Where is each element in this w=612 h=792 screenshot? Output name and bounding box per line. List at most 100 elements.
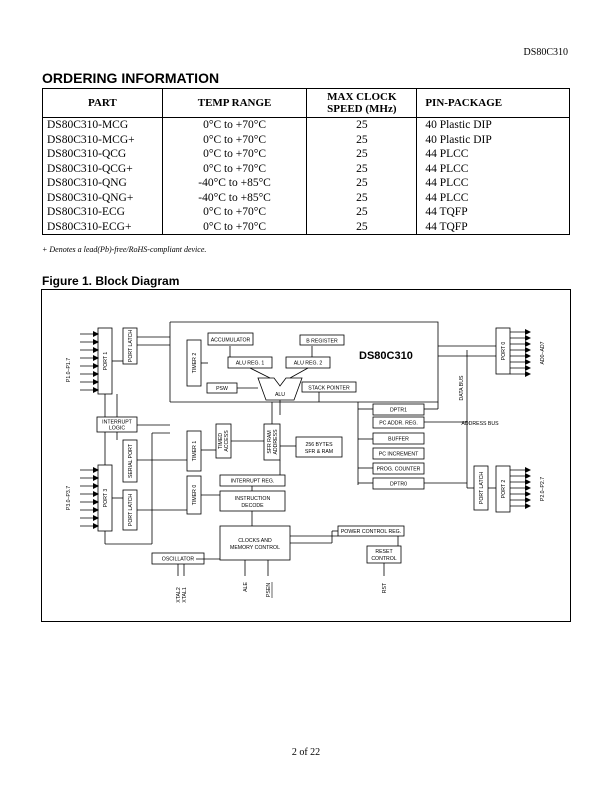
xtal2-label: XTAL2: [176, 587, 182, 603]
cell-temp-range: 0°C to +70°C: [161, 219, 308, 235]
cell-pin-package: 44 PLCC: [416, 190, 570, 205]
col-header-pin-package: PIN-PACKAGE: [416, 88, 570, 118]
timer0-label: TIMER 0: [192, 485, 198, 506]
port2-box: [495, 465, 511, 513]
interrupt-logic-label-1: INTERRUPT: [102, 420, 133, 426]
data-bus-label: DATA BUS: [459, 375, 465, 400]
table-header-row: PART TEMP RANGE MAX CLOCK SPEED (MHz) PI…: [42, 88, 570, 118]
pc-increment-box: [372, 447, 425, 460]
instruction-decode-box: [219, 490, 286, 512]
cell-pin-package: 40 Plastic DIP: [416, 132, 570, 147]
dptr0-box: [372, 477, 425, 490]
port2-label: PORT 2: [501, 480, 507, 499]
port0-box: [495, 327, 511, 375]
col-header-part: PART: [42, 88, 163, 118]
cell-pin-package: 44 TQFP: [416, 205, 570, 220]
rst-label: RST: [382, 582, 388, 593]
cell-part: DS80C310-QNG: [42, 176, 163, 191]
clocks-label-2: MEMORY CONTROL: [230, 545, 280, 551]
cell-temp-range: 0°C to +70°C: [161, 161, 308, 176]
cell-max-clock: 25: [306, 147, 418, 162]
port0-label: PORT 0: [501, 342, 507, 361]
ordering-table: PART TEMP RANGE MAX CLOCK SPEED (MHz) PI…: [42, 88, 570, 235]
ale-label: ALE: [243, 582, 249, 592]
psen-label: PSEN: [266, 583, 272, 597]
chip-name-label: DS80C310: [359, 350, 413, 362]
cell-temp-range: 0°C to +70°C: [161, 147, 308, 162]
power-control-reg-label: POWER CONTROL REG.: [341, 529, 401, 535]
cell-max-clock: 25: [306, 117, 418, 133]
stack-pointer-label: STACK POINTER: [308, 386, 350, 392]
cell-max-clock: 25: [306, 161, 418, 176]
sfr-address-label-2: ADDRESS: [273, 429, 279, 455]
timed-access-label-1: TIMED: [218, 433, 224, 449]
instruction-decode-label-2: DECODE: [241, 503, 264, 509]
sram-box: [295, 436, 343, 458]
xtal1-label: XTAL1: [182, 587, 188, 603]
timer1-box: [186, 430, 202, 472]
prog-counter-box: [372, 462, 425, 475]
dptr1-box: [372, 403, 425, 416]
stack-pointer-box: [301, 381, 357, 393]
psw-label: PSW: [216, 386, 228, 392]
address-bus-label: ADDRESS BUS: [461, 421, 499, 427]
cell-part: DS80C310-ECG+: [42, 219, 163, 235]
port1-latch-box: [122, 327, 138, 365]
reset-control-label-1: RESET: [375, 549, 393, 555]
block-diagram-svg: ACCUMULATOR B REGISTER ALU REG. 1 ALU RE…: [66, 321, 546, 603]
prog-counter-label: PROG. COUNTER: [377, 467, 421, 473]
pc-increment-label: PC INCREMENT: [379, 452, 419, 458]
instruction-decode-label-1: INSTRUCTION: [235, 496, 271, 502]
cell-temp-range: 0°C to +70°C: [161, 205, 308, 220]
dptr1-label: DPTR1: [390, 408, 407, 414]
pc-addr-reg-label: PC ADDR. REG.: [379, 421, 418, 427]
cell-pin-package: 40 Plastic DIP: [416, 117, 570, 133]
cell-temp-range: -40°C to +85°C: [161, 190, 308, 205]
col-header-max-clock: MAX CLOCK SPEED (MHz): [306, 88, 418, 118]
timer1-label: TIMER 1: [192, 441, 198, 462]
cell-part: DS80C310-QCG: [42, 147, 163, 162]
cell-max-clock: 25: [306, 132, 418, 147]
cell-temp-range: 0°C to +70°C: [161, 117, 308, 133]
cell-max-clock: 25: [306, 176, 418, 191]
buffer-box: [372, 432, 425, 445]
cell-part: DS80C310-MCG: [42, 117, 163, 133]
sram-label-1: 256 BYTES: [305, 442, 333, 448]
rohs-note: + Denotes a lead(Pb)-free/RoHS-compliant…: [42, 245, 207, 254]
accumulator-box: [207, 332, 254, 346]
col-header-max-clock-text: MAX CLOCK SPEED (MHz): [327, 91, 397, 115]
cell-max-clock: 25: [306, 219, 418, 235]
block-diagram: ACCUMULATOR B REGISTER ALU REG. 1 ALU RE…: [41, 289, 571, 622]
alu-label: ALU: [275, 392, 285, 398]
cell-part: DS80C310-QNG+: [42, 190, 163, 205]
ordering-info-title: ORDERING INFORMATION: [42, 70, 220, 86]
pc-addr-reg-box: [372, 416, 425, 429]
oscillator-label: OSCILLATOR: [162, 557, 195, 563]
interrupt-logic-label-2: LOGIC: [109, 426, 125, 432]
port1-label: PORT 1: [103, 352, 109, 371]
figure-title: Figure 1. Block Diagram: [42, 274, 180, 288]
cell-part: DS80C310-QCG+: [42, 161, 163, 176]
cell-part: DS80C310-ECG: [42, 205, 163, 220]
serial-port-label: SERIAL PORT: [128, 443, 134, 478]
accumulator-label: ACCUMULATOR: [211, 338, 251, 344]
port2-latch-label: PORT LATCH: [479, 472, 485, 505]
reset-control-label-2: CONTROL: [371, 556, 396, 562]
port1-latch-label: PORT LATCH: [128, 330, 134, 363]
cell-temp-range: -40°C to +85°C: [161, 176, 308, 191]
cell-part: DS80C310-MCG+: [42, 132, 163, 147]
clocks-label-1: CLOCKS AND: [238, 538, 272, 544]
timed-access-label-2: ACCESS: [224, 430, 230, 452]
port3-latch-label: PORT LATCH: [128, 494, 134, 527]
cell-pin-package: 44 PLCC: [416, 147, 570, 162]
interrupt-reg-box: [219, 474, 286, 487]
cell-max-clock: 25: [306, 190, 418, 205]
interrupt-reg-label: INTERRUPT REG.: [231, 479, 275, 485]
